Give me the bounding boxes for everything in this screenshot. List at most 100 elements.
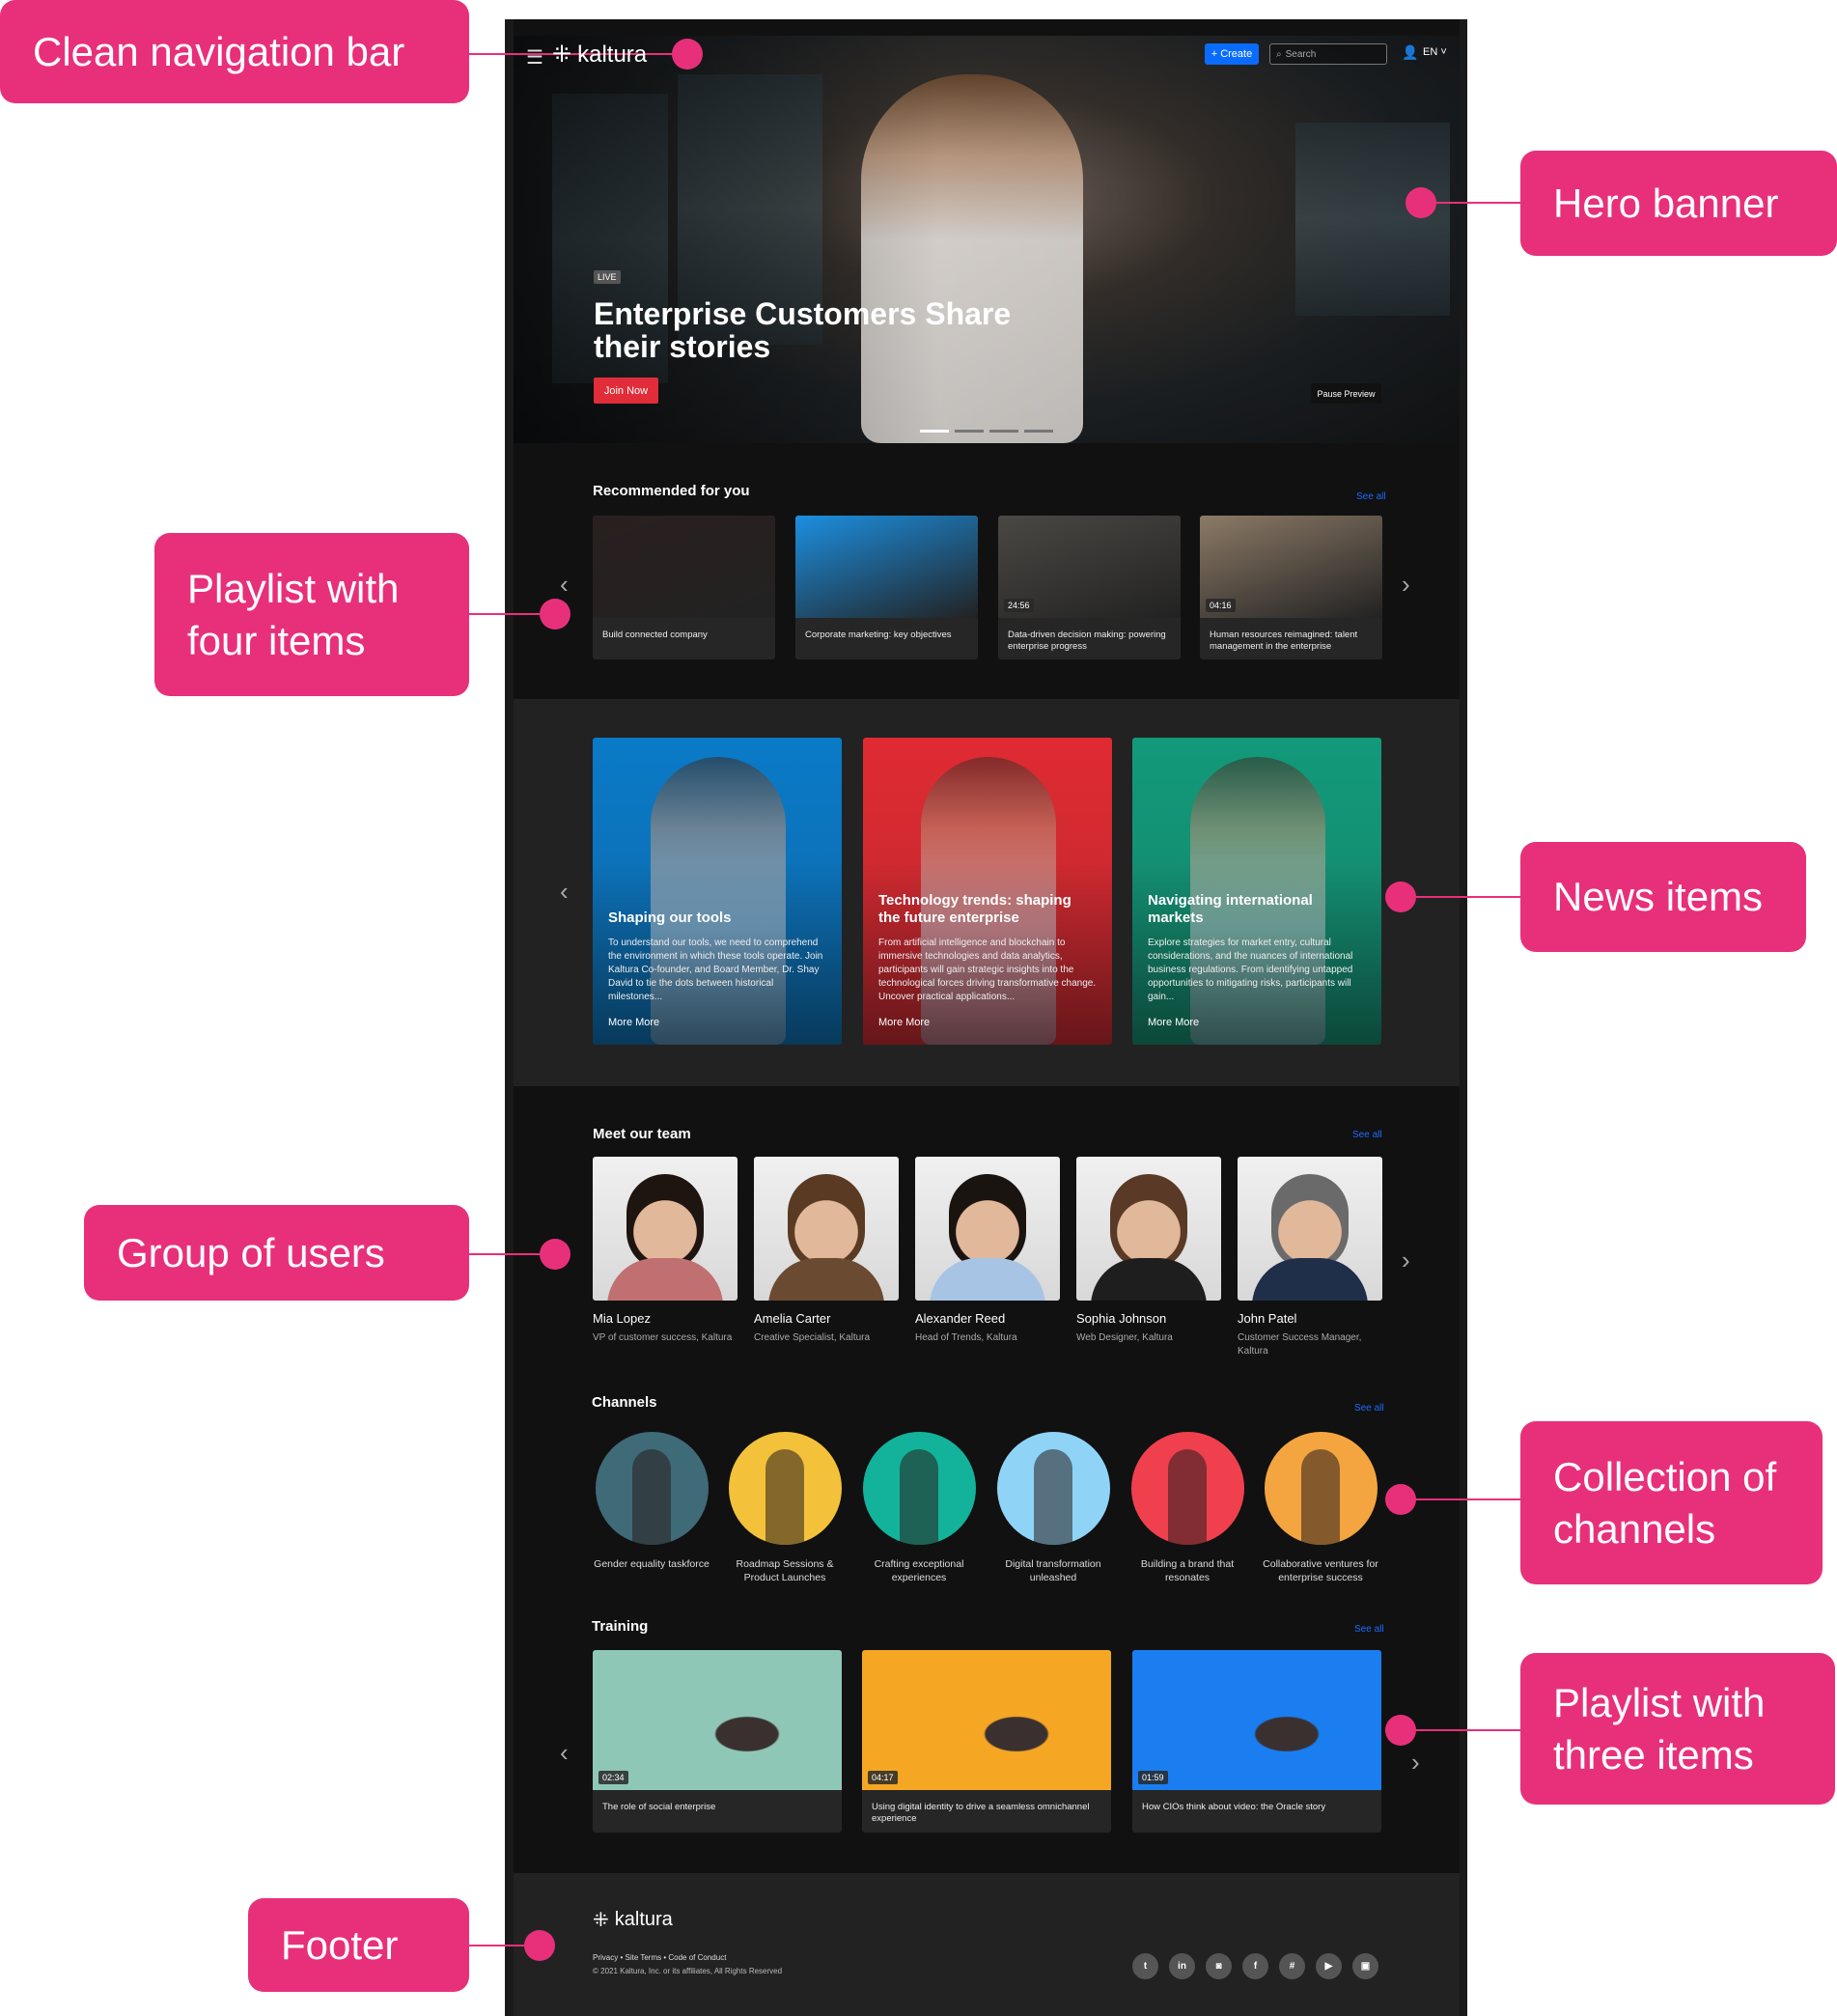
avatar[interactable] [593,1157,738,1301]
training-see-all[interactable]: See all [1354,1624,1384,1635]
read-more-link[interactable]: More More [1148,1017,1200,1028]
channel-item[interactable]: Gender equality taskforce [584,1432,719,1571]
team-see-all[interactable]: See all [1352,1130,1382,1140]
video-thumbnail[interactable]: 04:17 [862,1650,1111,1790]
language-selector[interactable]: EN ˅ [1423,46,1447,58]
carousel-dot[interactable] [989,430,1018,433]
site-terms-link[interactable]: Site Terms [625,1953,662,1962]
news-card[interactable]: Technology trends: shaping the future en… [863,738,1112,1045]
carousel-dot[interactable] [1024,430,1053,433]
callout-connector [469,1253,555,1255]
read-more-link[interactable]: More More [878,1017,931,1028]
chevron-right-icon[interactable]: › [1402,570,1410,599]
channel-thumbnail[interactable] [1264,1432,1378,1545]
carousel-dots[interactable] [920,430,1053,433]
channel-thumbnail[interactable] [862,1432,976,1545]
video-thumbnail[interactable] [593,516,775,618]
channel-label: Roadmap Sessions & Product Launches [736,1558,834,1583]
channel-label: Gender equality taskforce [594,1558,710,1570]
channel-item[interactable]: Digital transformation unleashed [986,1432,1121,1584]
footer-logo[interactable]: ⁜kaltura [593,1909,673,1931]
join-now-button[interactable]: Join Now [594,378,658,404]
video-title: Data-driven decision making: powering en… [1008,630,1166,652]
video-thumbnail[interactable]: 24:56 [998,516,1181,618]
callout-connector [1421,202,1520,204]
hamburger-icon[interactable]: ☰ [526,47,543,69]
copyright: © 2021 Kaltura, Inc. or its affiliates, … [593,1967,783,1975]
video-card[interactable]: Build connected company [593,516,775,659]
channel-item[interactable]: Crafting exceptional experiences [851,1432,987,1584]
video-thumbnail[interactable]: 02:34 [593,1650,842,1790]
chevron-left-icon[interactable]: ‹ [560,1738,569,1767]
callout-connector [469,1945,540,1946]
annotation-callout: News items [1520,842,1806,952]
avatar[interactable] [915,1157,1060,1301]
news-description: Explore strategies for market entry, cul… [1148,938,1353,1002]
avatar[interactable] [1076,1157,1221,1301]
news-image [921,757,1056,1045]
avatar[interactable] [1238,1157,1382,1301]
youtube-icon[interactable]: ▶ [1316,1953,1342,1979]
chevron-left-icon[interactable]: ‹ [560,570,569,599]
privacy-link[interactable]: Privacy [593,1953,619,1962]
duration-badge: 24:56 [1004,599,1034,612]
linkedin-icon[interactable]: in [1169,1953,1195,1979]
channel-item[interactable]: Building a brand that resonates [1120,1432,1255,1584]
carousel-dot[interactable] [920,430,949,433]
callout-marker [540,1239,571,1270]
facebook-icon[interactable]: f [1242,1953,1268,1979]
video-card[interactable]: Corporate marketing: key objectives [795,516,978,659]
channel-thumbnail[interactable] [728,1432,842,1545]
twitter-icon[interactable]: t [1132,1953,1158,1979]
avatar[interactable] [754,1157,899,1301]
slack-icon[interactable]: # [1279,1953,1305,1979]
callout-connector [1401,1498,1520,1500]
recommended-see-all[interactable]: See all [1356,491,1386,502]
callout-marker [1406,187,1436,218]
member-name: Amelia Carter [754,1311,831,1326]
channel-item[interactable]: Roadmap Sessions & Product Launches [717,1432,852,1584]
footer-links: Privacy • Site Terms • Code of Conduct [593,1953,727,1962]
video-thumbnail[interactable]: 01:59 [1132,1650,1381,1790]
kaltura-logo[interactable]: ⁜kaltura [552,41,648,69]
carousel-dot[interactable] [955,430,984,433]
news-image [651,757,786,1045]
chevron-left-icon[interactable]: ‹ [560,877,569,906]
code-of-conduct-link[interactable]: Code of Conduct [668,1953,727,1962]
instagram-icon[interactable]: ◙ [1206,1953,1232,1979]
callout-connector [1401,1729,1520,1731]
read-more-link[interactable]: More More [608,1017,660,1028]
pause-preview-button[interactable]: Pause Preview [1311,383,1381,404]
channel-thumbnail[interactable] [595,1432,709,1545]
duration-badge: 04:17 [868,1771,898,1784]
search-placeholder: Search [1285,48,1317,60]
lang-label: EN [1423,46,1438,58]
search-input[interactable]: ⌕Search [1269,43,1387,65]
callout-marker [1385,882,1416,912]
channel-thumbnail[interactable] [996,1432,1110,1545]
channel-thumbnail[interactable] [1130,1432,1244,1545]
channel-item[interactable]: Collaborative ventures for enterprise su… [1253,1432,1388,1584]
video-thumbnail[interactable] [795,516,978,618]
user-icon[interactable]: 👤 [1402,44,1419,60]
annotation-callout: Playlist with three items [1520,1653,1835,1805]
create-button[interactable]: +Create [1205,43,1259,65]
chevron-right-icon[interactable]: › [1402,1246,1410,1274]
video-thumbnail[interactable]: 04:16 [1200,516,1382,618]
channels-see-all[interactable]: See all [1354,1403,1384,1414]
twitch-icon[interactable]: ▣ [1352,1953,1378,1979]
chevron-right-icon[interactable]: › [1411,1748,1420,1777]
channel-label: Building a brand that resonates [1140,1558,1235,1583]
